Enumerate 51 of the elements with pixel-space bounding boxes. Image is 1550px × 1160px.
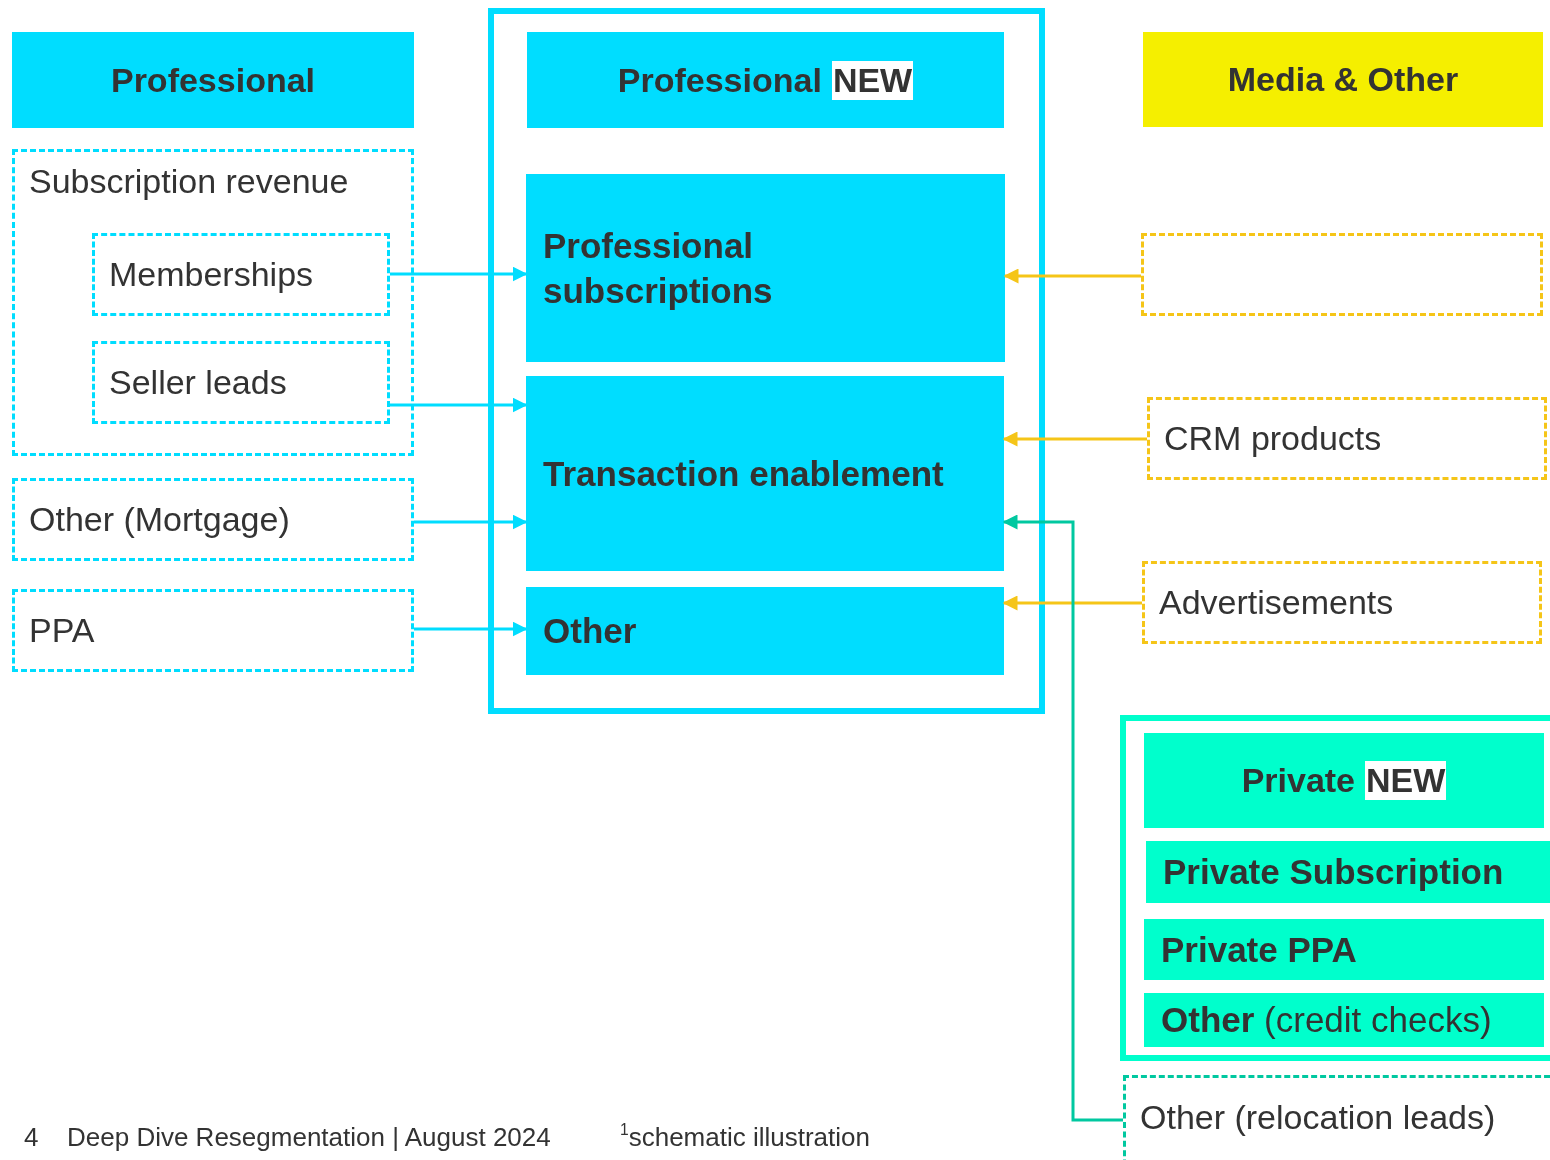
highlight-tag: NEW (831, 60, 914, 100)
header-text: Professional (110, 60, 316, 100)
item-text: Other (relocation leads) (1140, 1098, 1497, 1137)
header-text: Professional (617, 60, 822, 100)
segment-item-box (526, 587, 1004, 675)
revenue-item-box (92, 233, 390, 316)
item-text: Private Subscription (1163, 851, 1505, 894)
item-text: Memberships (109, 255, 315, 294)
item-text: CRM products (1164, 419, 1383, 458)
item-text: Professional subscriptions (543, 224, 774, 312)
page-number: 4 (24, 1122, 39, 1153)
segment-item-box (526, 174, 1005, 362)
segment-item-box (1144, 993, 1544, 1047)
segment-header (527, 32, 1004, 128)
segment-item-box (1146, 841, 1550, 903)
item-text: Advertisements (1159, 583, 1395, 622)
revenue-item-box (12, 589, 414, 672)
item-text: Subscription revenue (29, 162, 350, 201)
segment-item-box (526, 376, 1004, 571)
item-text: Other (Mortgage) (29, 500, 291, 539)
item-text: Other (543, 610, 638, 653)
arrow (1002, 514, 1123, 1122)
item-text: Transaction enablement (543, 452, 945, 495)
arrow (414, 621, 528, 637)
segment-header (1144, 733, 1544, 828)
arrow (414, 514, 528, 530)
revenue-item-box (12, 478, 414, 561)
segment-frame (1120, 715, 1550, 1061)
arrow (390, 266, 528, 282)
highlight-tag: NEW (1365, 761, 1447, 800)
arrow (1002, 431, 1147, 447)
item-text: PPA (29, 611, 96, 650)
header-text: Private (1241, 761, 1356, 800)
item-text: Seller leads (109, 363, 288, 402)
revenue-item-box (1142, 561, 1542, 644)
arrow (1003, 268, 1141, 284)
category-header (1143, 32, 1543, 127)
category-header (12, 32, 414, 128)
header-text: Media & Other (1227, 60, 1459, 99)
item-text: Private PPA (1161, 928, 1358, 971)
footnote-text: $^{1}$schematic illustration (620, 1122, 870, 1153)
arrow (1002, 595, 1142, 611)
revenue-item-box (1141, 233, 1543, 316)
segment-frame (488, 8, 1045, 714)
footer-text: Deep Dive Resegmentation | August 2024 (67, 1122, 551, 1153)
revenue-item-box (1147, 397, 1547, 480)
item-text: Other (credit checks) (1161, 999, 1493, 1042)
revenue-item-box (92, 341, 390, 424)
arrow (390, 397, 528, 413)
segment-item-box (1144, 919, 1544, 980)
revenue-group-box (12, 149, 414, 456)
